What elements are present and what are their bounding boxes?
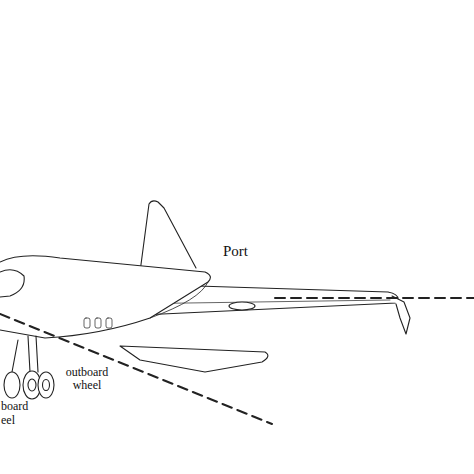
- belly-line: [150, 282, 208, 318]
- windows: [84, 318, 112, 328]
- reference-line: [0, 314, 272, 424]
- part-label: Port: [222, 244, 249, 260]
- part-label: eel: [0, 414, 16, 427]
- fairing: [229, 302, 255, 310]
- fuselage: [0, 256, 210, 338]
- horizontal-stabilizer: [120, 346, 268, 372]
- nose: [0, 270, 24, 297]
- reference-line: [275, 297, 474, 299]
- part-label: board: [0, 400, 29, 413]
- part-label: outboard wheel: [60, 366, 114, 391]
- winglet: [392, 296, 410, 334]
- landing-gear: [4, 336, 54, 399]
- vertical-tail: [140, 201, 196, 272]
